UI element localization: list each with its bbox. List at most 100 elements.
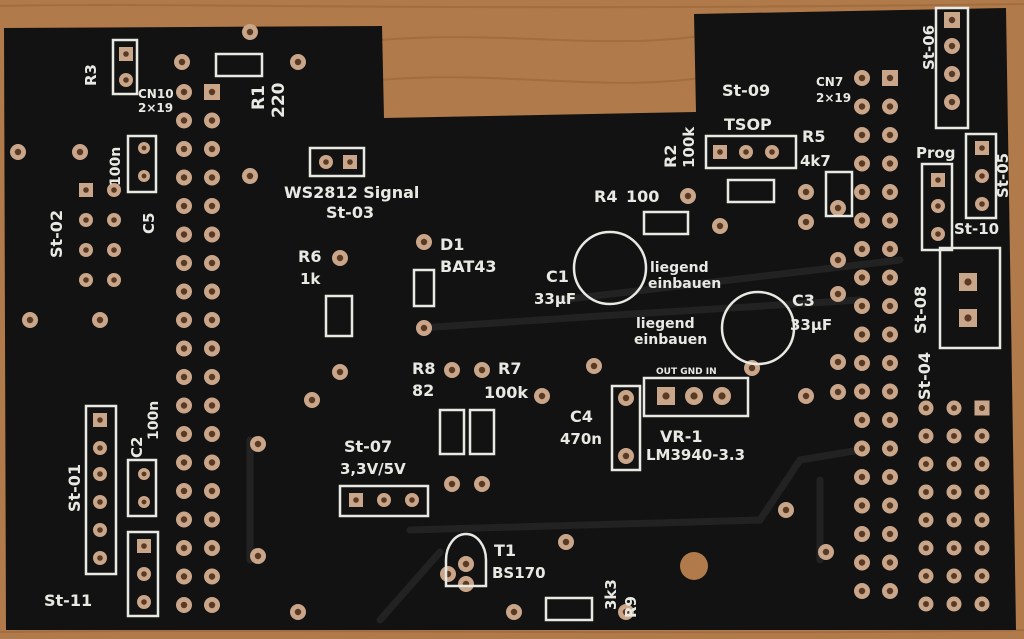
pad-hole: [923, 405, 929, 411]
pad-hole: [420, 324, 428, 332]
pad-hole: [180, 516, 188, 523]
pad-hole: [886, 530, 894, 538]
label-c3-value: 33µF: [790, 316, 832, 334]
pad-hole: [336, 368, 344, 376]
pad-hole: [208, 174, 216, 181]
label-t1: T1: [494, 541, 516, 560]
label-c4-value: 470n: [560, 430, 602, 448]
pad-hole: [208, 459, 216, 466]
pad-hole: [951, 489, 957, 495]
pad-hole: [802, 392, 810, 400]
label-st07-value: 3,3V/5V: [340, 460, 406, 478]
label-st05: St-05: [994, 153, 1012, 198]
pad-hole: [562, 538, 570, 546]
pad-hole: [510, 608, 518, 616]
pad-hole: [979, 601, 985, 607]
pad-hole: [83, 277, 89, 283]
pad-hole: [208, 573, 216, 580]
label-r8-value: 82: [412, 381, 434, 400]
pad-hole: [111, 277, 117, 283]
pad-hole: [923, 461, 929, 467]
pad-hole: [180, 430, 188, 438]
pad-hole: [858, 103, 866, 110]
pad-hole: [208, 202, 216, 210]
pad-hole: [180, 544, 188, 552]
pad-hole: [622, 394, 630, 402]
pad-hole: [83, 247, 89, 253]
pad-hole: [208, 373, 216, 381]
pad-hole: [420, 238, 428, 246]
label-c2-value: 100n: [146, 401, 162, 440]
pad-hole: [858, 445, 866, 452]
label-cn10: CN10: [138, 87, 174, 101]
pad-hole: [858, 388, 866, 395]
label-r2: R2: [661, 145, 680, 168]
pad-hole: [141, 499, 147, 505]
label-cn10-pitch: 2×19: [138, 101, 173, 115]
pad-hole: [83, 187, 89, 193]
label-einbauen-1: einbauen: [648, 276, 721, 292]
pad-hole: [923, 433, 929, 439]
pad-hole: [538, 392, 546, 400]
pad-hole: [26, 316, 34, 324]
pad-hole: [622, 452, 630, 460]
pad-hole: [180, 231, 188, 238]
pad-hole: [180, 601, 188, 609]
pad-hole: [948, 42, 956, 50]
label-r6-value: 1k: [300, 270, 321, 288]
pad-hole: [178, 58, 186, 66]
pad-hole: [478, 366, 486, 374]
pad-hole: [716, 222, 724, 230]
label-r1-value: 220: [269, 82, 289, 118]
pad-hole: [208, 259, 216, 267]
pad-hole: [123, 51, 129, 57]
pad-hole: [948, 70, 956, 78]
pad-hole: [886, 245, 894, 253]
pad-hole: [141, 471, 147, 477]
pad-hole: [834, 388, 842, 396]
pad-hole: [935, 203, 941, 209]
pad-hole: [834, 204, 842, 212]
pad-hole: [180, 259, 188, 267]
pad-hole: [769, 149, 775, 155]
solder-pads: [10, 12, 990, 620]
label-r1: R1: [249, 85, 269, 110]
label-prog: Prog: [916, 144, 955, 162]
label-tsop: TSOP: [724, 115, 772, 134]
pad-hole: [858, 245, 866, 253]
pad-hole: [951, 405, 957, 411]
pad-hole: [684, 192, 692, 200]
pad-hole: [448, 480, 456, 488]
label-r4-value: 100: [626, 187, 659, 206]
pad-hole: [979, 201, 985, 207]
label-st01: St-01: [65, 464, 84, 512]
pad-hole: [951, 573, 957, 579]
pad-hole: [858, 160, 866, 167]
pad-hole: [979, 433, 985, 439]
pad-hole: [979, 517, 985, 523]
pad-hole: [748, 364, 756, 372]
pad-hole: [590, 362, 598, 370]
pad-hole: [208, 516, 216, 523]
label-r6: R6: [298, 247, 321, 266]
pad-hole: [964, 278, 972, 286]
pad-hole: [886, 359, 894, 367]
pad-hole: [951, 545, 957, 551]
pad-hole: [208, 231, 216, 238]
label-r9: R9: [622, 596, 640, 618]
label-r5: R5: [802, 127, 825, 146]
pad-hole: [858, 473, 866, 481]
pad-hole: [180, 202, 188, 210]
label-st07: St-07: [344, 437, 392, 456]
label-r5-value: 4k7: [800, 152, 831, 170]
pad-hole: [802, 188, 810, 196]
pad-hole: [180, 288, 188, 295]
pad-hole: [323, 159, 329, 165]
pad-hole: [336, 254, 344, 262]
pad-hole: [180, 459, 188, 466]
pad-hole: [923, 489, 929, 495]
pad-hole: [834, 290, 842, 298]
silkscreen-text: R3 CN10 2×19 R1 220 WS2812 Signal St-03 …: [44, 25, 1012, 618]
pad-hole: [353, 497, 359, 503]
pad-hole: [208, 402, 216, 409]
